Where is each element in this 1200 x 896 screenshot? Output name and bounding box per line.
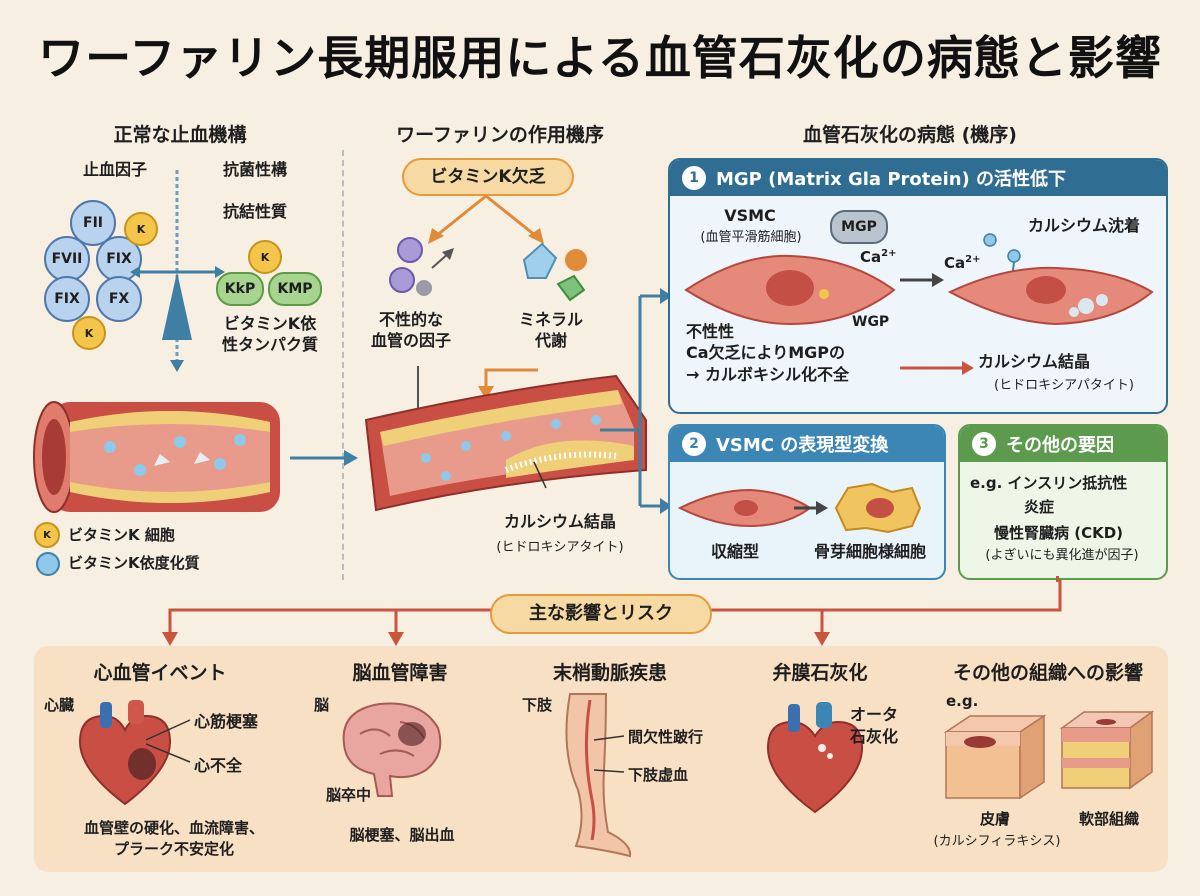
risk-title-valve: 弁膜石灰化 <box>772 662 868 684</box>
step-number-2: 2 <box>682 432 706 456</box>
vsmc-label: VSMC <box>724 206 776 225</box>
calciphylaxis-label: (カルシフィラキシス) <box>933 834 1061 849</box>
calcium-deposit-label: カルシウム沈着 <box>1027 216 1140 235</box>
normal-vessel-illustration <box>33 401 280 513</box>
kmp-bubble: KMP <box>268 272 322 306</box>
skin-label: 皮膚 <box>979 810 1010 828</box>
mgp-bubble: MGP <box>830 210 888 244</box>
risk-title-other-tissue: その他の組織への影響 <box>952 662 1143 684</box>
factor-bubble: FIX <box>44 276 90 322</box>
box1-crystal-sub: (ヒドロキシアパタイト) <box>994 378 1134 393</box>
calcified-cell-illustration <box>947 233 1154 326</box>
other-factors-box: 3 その他の要因 <box>958 424 1168 580</box>
mineral-metabolism-label: ミネラル 代謝 <box>518 310 583 350</box>
annotation-lines <box>594 735 625 773</box>
risk-title-cardio: 心血管イベント <box>93 662 227 684</box>
limb-ischemia-label: 下肢虚血 <box>628 766 689 784</box>
section-mechanism-header: 血管石灰化の病態 (機序) <box>803 124 1017 146</box>
connector-stub <box>1056 576 1059 582</box>
kkp-bubble: KkP <box>216 272 264 306</box>
factor-bubble: FX <box>96 276 142 322</box>
step-number-1: 1 <box>682 166 706 190</box>
sec2-crystal-label: カルシウム結晶 <box>503 512 616 531</box>
vk-dependent-protein-label: ビタミンK依 性タンパク質 <box>221 314 318 354</box>
soft-tissue-label: 軟部組織 <box>1078 810 1139 828</box>
aortic-calcification-label: オータ 石灰化 <box>850 705 899 747</box>
heart-label: 心臓 <box>44 696 75 714</box>
box1-crystal-label: カルシウム結晶 <box>978 352 1091 371</box>
leg-icon <box>565 693 632 858</box>
legend-blue-label: ビタミンK依度化質 <box>68 554 200 572</box>
phenotype-box-header: 2 VSMC の表現型変換 <box>670 426 944 462</box>
sec2-crystal-sub: (ヒドロキシアタイト) <box>496 540 624 555</box>
ca-ion-label-2: Ca2+ <box>944 254 981 272</box>
arrow-right-red-icon <box>900 361 974 375</box>
antibacterial-label: 抗菌性構 <box>222 160 287 179</box>
wgp-label: WGP <box>852 314 890 330</box>
soft-tissue-icon <box>1059 710 1155 790</box>
phenotype-box-title: VSMC の表現型変換 <box>716 435 889 456</box>
vsmc-cell-illustration <box>684 254 896 326</box>
section-divider <box>342 150 344 580</box>
risk-title-pad: 末梢動脈疾患 <box>552 662 667 684</box>
osteoblast-label: 骨芽細胞様細胞 <box>813 542 926 561</box>
factor-bubble: FIX <box>96 236 142 282</box>
leg-label: 下肢 <box>522 696 553 714</box>
branch-to-mechanisms-icon <box>600 288 672 514</box>
factor-bubble: FVII <box>44 236 90 282</box>
hf-label: 心不全 <box>194 756 243 775</box>
ca-ion-label: Ca2+ <box>860 248 897 266</box>
legend-blue-icon <box>36 552 60 576</box>
vitamin-k-icon: K <box>72 316 106 350</box>
brain-label: 脳 <box>314 696 330 714</box>
stroke-label: 脳卒中 <box>326 786 372 804</box>
mi-label: 心筋梗塞 <box>194 712 259 731</box>
inactive-factors-icon <box>389 237 454 296</box>
phenotype-change-illustration <box>677 482 922 534</box>
brain-icon <box>342 702 442 797</box>
heart-icon <box>78 700 172 806</box>
vitamin-k-icon: K <box>248 240 282 274</box>
inactive-label: 不性性 <box>686 322 735 341</box>
contractile-label: 収縮型 <box>710 542 759 561</box>
mgp-box-title: MGP (Matrix Gla Protein) の活性低下 <box>716 169 1067 190</box>
vsmc-sub: (血管平滑筋細胞) <box>700 230 802 245</box>
coagulation-factors-label: 止血因子 <box>82 160 147 179</box>
section-warfarin-header: ワーファリンの作用機序 <box>396 124 604 146</box>
eg-label: e.g. <box>946 692 979 710</box>
anticoagulant-label: 抗結性質 <box>222 202 287 221</box>
cardio-effect-text: 血管壁の硬化、血流障害、 プラーク不安定化 <box>83 819 264 858</box>
arrow-right-icon <box>290 450 358 466</box>
other-factors-title: その他の要因 <box>1006 435 1114 456</box>
risk-header-pill: 主な影響とリスク <box>490 594 712 634</box>
valve-heart-icon <box>766 702 864 814</box>
step-number-3: 3 <box>972 432 996 456</box>
other-factors-header: 3 その他の要因 <box>960 426 1166 462</box>
mgp-box-header: 1 MGP (Matrix Gla Protein) の活性低下 <box>670 160 1166 196</box>
balance-scale-icon <box>130 170 225 372</box>
cerebro-effect-text: 脳梗塞、脳出血 <box>349 826 455 844</box>
other-factors-note: (よぎいにも異化進が因子) <box>985 548 1139 563</box>
arrow-right-icon <box>900 273 944 287</box>
vitamin-k-deficiency-pill: ビタミンK欠乏 <box>402 158 574 196</box>
annotation-lines <box>146 719 191 763</box>
vitamin-k-icon: K <box>124 212 158 246</box>
legend-vk-label: ビタミンK 細胞 <box>68 526 175 544</box>
branch-arrows-icon <box>428 194 544 244</box>
skin-tissue-icon <box>943 714 1047 800</box>
ckd: 慢性腎臓病 (CKD) <box>994 524 1124 542</box>
claudication-label: 間欠性跛行 <box>628 728 704 746</box>
risk-title-cerebro: 脳血管障害 <box>352 662 448 684</box>
inflammation: 炎症 <box>1024 498 1055 516</box>
inactive-factor-label: 不性的な 血管の因子 <box>370 310 451 350</box>
page-title: ワーファリン長期服用による血管石灰化の病態と影響 <box>38 31 1162 85</box>
carboxylation-note: Ca欠乏によりMGPの → カルボキシル化不全 <box>686 343 849 385</box>
mineral-crystals-icon <box>522 242 587 302</box>
section-normal-hemostasis-header: 正常な止血機構 <box>113 124 247 146</box>
insulin-resistance: e.g. インスリン抵抗性 <box>970 474 1128 492</box>
legend-vk-icon: K <box>34 522 60 548</box>
calcified-vessel-illustration <box>364 366 647 530</box>
